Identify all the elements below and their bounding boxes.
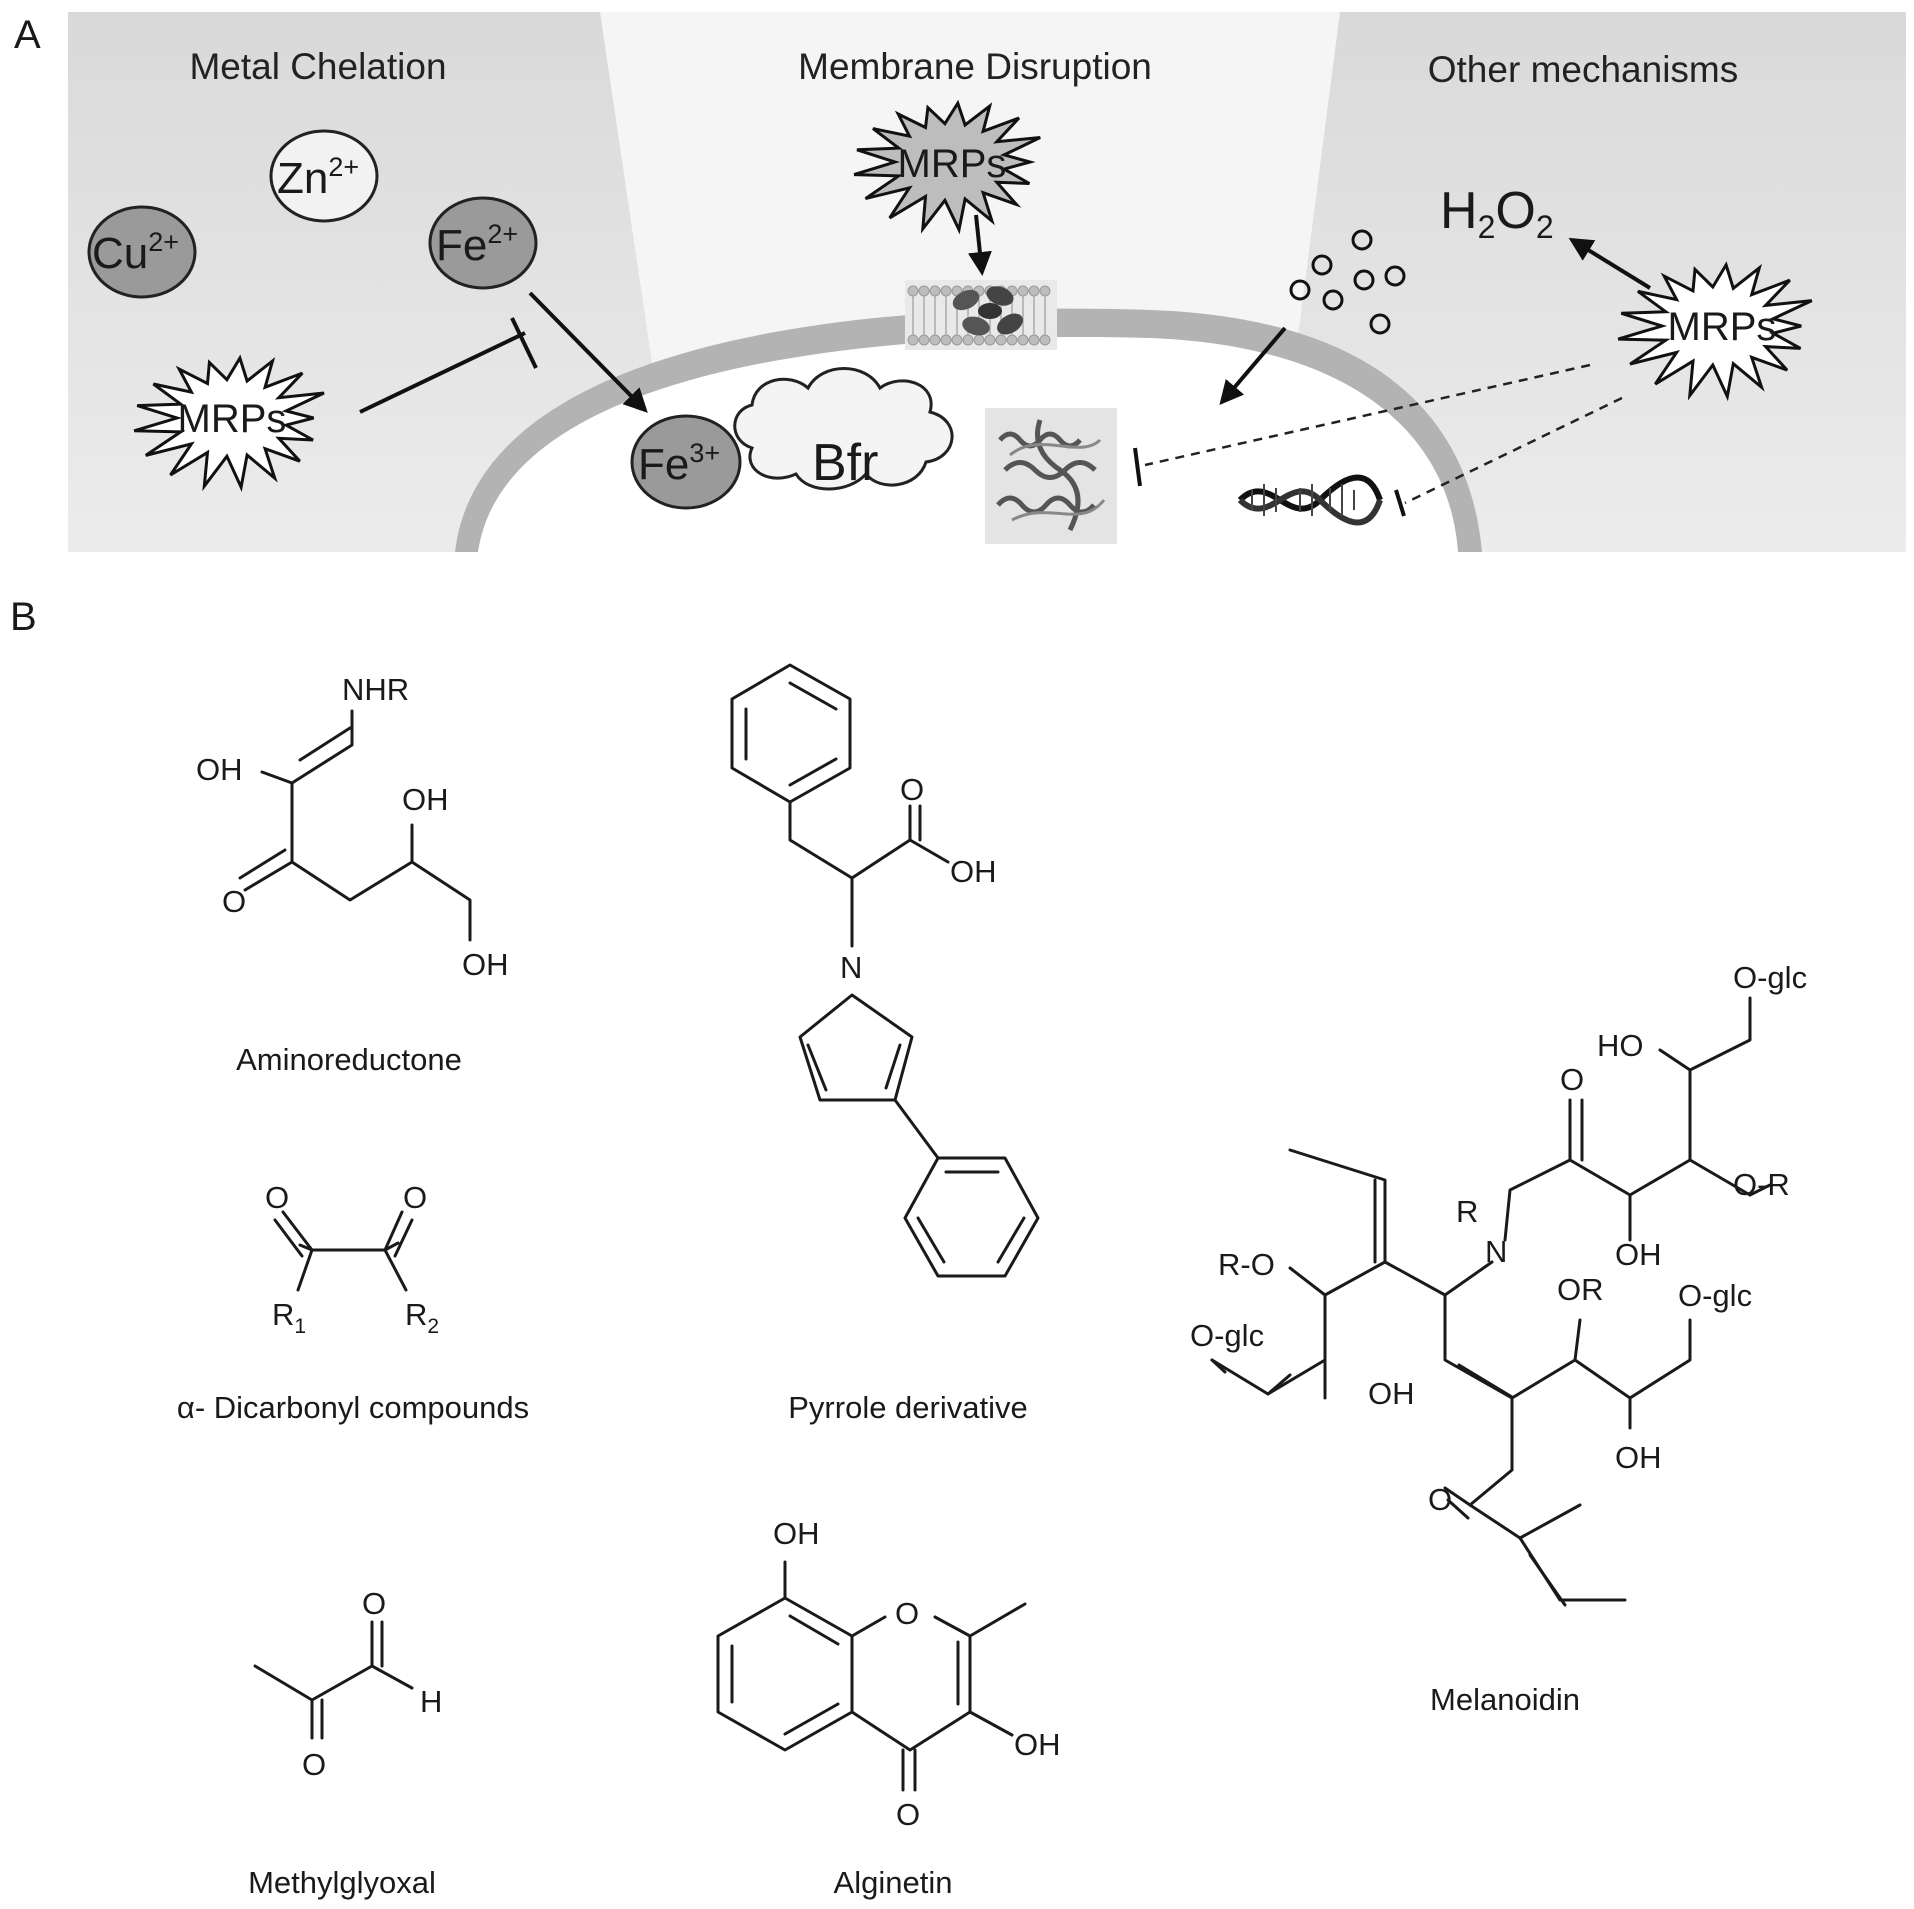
svg-text:Fe2+: Fe2+	[436, 219, 518, 270]
title-membrane-disruption: Membrane Disruption	[798, 46, 1152, 87]
svg-text:NHR: NHR	[342, 672, 409, 707]
title-other-mechanisms: Other mechanisms	[1428, 49, 1739, 90]
structure-methylglyoxal: O H O	[253, 1586, 442, 1782]
cell-interior	[478, 337, 1458, 552]
svg-text:Cu2+: Cu2+	[92, 227, 179, 278]
svg-text:Fe3+: Fe3+	[638, 438, 720, 489]
structure-melanoidin: R-O O-glc OH R N OR O-glc OH O O HO O-gl…	[1190, 960, 1807, 1607]
svg-text:O: O	[403, 1180, 427, 1215]
svg-text:R-O: R-O	[1218, 1247, 1275, 1282]
dna-helix	[1237, 474, 1383, 526]
structure-pyrrole-derivative: O OH N	[730, 663, 1040, 1278]
ion-zn2: Zn2+	[269, 129, 379, 223]
svg-text:O: O	[265, 1180, 289, 1215]
svg-text:R: R	[1456, 1194, 1478, 1229]
protein-structure	[985, 408, 1117, 544]
arrow-mrps-to-membrane	[967, 214, 992, 276]
structure-alginetin: OH O OH O	[716, 1516, 1061, 1832]
arrow-mrps-to-h2o2	[1568, 237, 1652, 290]
svg-text:MRPs: MRPs	[898, 142, 1007, 186]
ion-fe2: Fe2+	[428, 196, 538, 290]
arrow-fe2-to-fe3	[528, 291, 648, 413]
svg-text:HO: HO	[1597, 1028, 1644, 1063]
inhibition-bar-protein	[1133, 447, 1142, 487]
svg-text:OH: OH	[1615, 1237, 1662, 1272]
dashed-line-to-dna	[1404, 396, 1623, 505]
svg-text:R1: R1	[272, 1297, 306, 1338]
svg-text:R2: R2	[405, 1297, 439, 1338]
mrps-starburst-center: MRPs	[853, 99, 1041, 235]
svg-text:MRPs: MRPs	[178, 397, 287, 441]
ion-cu2: Cu2+	[87, 205, 197, 299]
svg-text:O: O	[900, 772, 924, 807]
mrps-starburst-right: MRPs	[1617, 261, 1813, 402]
structure-aminoreductone: NHR OH OH O OH	[196, 672, 509, 982]
structure-dicarbonyl: O O R1 R2	[265, 1180, 439, 1338]
svg-text:O: O	[896, 1797, 920, 1832]
lipid-bilayer-pore	[905, 280, 1057, 350]
label-melanoidin: Melanoidin	[1430, 1682, 1580, 1717]
svg-text:O: O	[222, 884, 246, 919]
svg-text:O: O	[362, 1586, 386, 1621]
svg-text:O: O	[1560, 1062, 1584, 1097]
panel-label-b: B	[10, 595, 37, 639]
svg-text:Bfr: Bfr	[812, 434, 878, 492]
svg-text:OH: OH	[402, 782, 449, 817]
label-dicarbonyl: α- Dicarbonyl compounds	[177, 1390, 529, 1425]
svg-text:OH: OH	[1615, 1440, 1662, 1475]
svg-text:OH: OH	[1014, 1727, 1061, 1762]
svg-text:O: O	[302, 1747, 326, 1782]
inhibition-line-chelation	[359, 331, 526, 414]
h2o2-label: H2O2	[1440, 182, 1554, 245]
panel-label-a: A	[14, 13, 41, 57]
svg-text:OH: OH	[462, 947, 509, 982]
panel-a: Metal Chelation Membrane Disruption Othe…	[68, 12, 1906, 552]
svg-text:OH: OH	[196, 752, 243, 787]
svg-text:Zn2+: Zn2+	[277, 152, 359, 203]
svg-text:OR: OR	[1557, 1272, 1604, 1307]
ion-fe3: Fe3+	[630, 414, 742, 510]
dashed-line-to-protein	[1144, 363, 1591, 467]
svg-text:N: N	[840, 950, 862, 985]
svg-text:O-glc: O-glc	[1733, 960, 1807, 995]
bfr-cloud: Bfr	[733, 367, 954, 492]
label-aminoreductone: Aminoreductone	[236, 1042, 462, 1077]
svg-text:OH: OH	[950, 854, 997, 889]
svg-text:OH: OH	[1368, 1376, 1415, 1411]
inhibition-bar-chelation	[510, 317, 538, 369]
inhibition-bar-dna	[1394, 489, 1406, 517]
svg-text:OH: OH	[773, 1516, 820, 1551]
svg-text:O-R: O-R	[1733, 1167, 1790, 1202]
svg-text:O-glc: O-glc	[1678, 1278, 1752, 1313]
svg-text:O: O	[1428, 1482, 1452, 1517]
mrps-starburst-left: MRPs	[133, 354, 325, 493]
svg-text:O-glc: O-glc	[1190, 1318, 1264, 1353]
ros-circles	[1289, 229, 1406, 335]
svg-text:O: O	[895, 1596, 919, 1631]
svg-text:MRPs: MRPs	[1668, 305, 1777, 349]
title-metal-chelation: Metal Chelation	[189, 46, 446, 87]
label-pyrrole-derivative: Pyrrole derivative	[788, 1390, 1027, 1425]
svg-text:H: H	[420, 1684, 442, 1719]
label-methylglyoxal: Methylglyoxal	[248, 1865, 436, 1900]
label-alginetin: Alginetin	[834, 1865, 953, 1900]
svg-text:N: N	[1485, 1234, 1507, 1269]
arrow-ros-to-protein	[1219, 326, 1287, 406]
